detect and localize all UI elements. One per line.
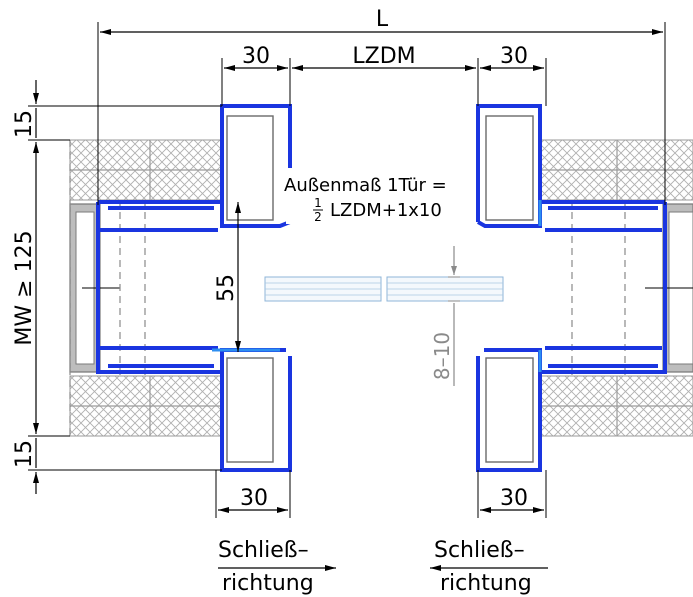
closing-direction-left-line2: richtung — [222, 571, 314, 596]
dimension-wall-thickness: MW ≥ 125 — [12, 230, 37, 345]
wall-insulation-right — [539, 139, 693, 437]
dimension-offset-top: 15 — [12, 110, 37, 138]
wall-stud-left — [69, 203, 120, 373]
closing-direction-left: Schließ– richtung — [218, 538, 336, 596]
closing-direction-left-line1: Schließ– — [218, 538, 309, 563]
door-leaf-right — [386, 276, 504, 302]
note-line1: Außenmaß 1Tür = — [284, 175, 447, 196]
dimension-bottom-row: 30 30 — [215, 470, 547, 518]
dimension-rebate-55: 55 — [214, 202, 241, 352]
dimension-frame-top-left: 30 — [242, 44, 270, 69]
note-line2: LZDM+1x10 — [330, 200, 442, 221]
frame-profile-left — [96, 104, 292, 472]
note-fraction-den: 2 — [314, 210, 322, 224]
dimension-leaf-gap: 8–10 — [430, 246, 460, 386]
closing-direction-right-line1: Schließ– — [434, 538, 525, 563]
dimension-LZDM: LZDM — [352, 44, 415, 69]
note-fraction-num: 1 — [314, 196, 322, 210]
dimension-L-label: L — [376, 7, 389, 32]
outer-dimension-note: Außenmaß 1Tür = 1 2 LZDM+1x10 — [284, 168, 472, 224]
closing-direction-right-line2: richtung — [440, 571, 532, 596]
wall-insulation-left — [69, 139, 223, 437]
wall-stud-right — [645, 203, 693, 373]
dimension-rebate-depth: 55 — [214, 274, 239, 302]
frame-profile-right — [476, 104, 667, 472]
dimension-frame-bottom-left: 30 — [240, 486, 268, 511]
dimension-frame-top-right: 30 — [500, 44, 528, 69]
closing-direction-right: Schließ– richtung — [430, 538, 548, 596]
dimension-L: L — [97, 7, 666, 205]
dimension-left-column: 15 MW ≥ 125 15 — [12, 80, 222, 494]
dimension-offset-bottom: 15 — [12, 440, 37, 468]
dimension-top-row: 30 LZDM 30 — [221, 44, 547, 106]
dimension-leaf-gap-label: 8–10 — [430, 332, 454, 380]
door-leaf-left — [264, 276, 382, 302]
dimension-frame-bottom-right: 30 — [500, 486, 528, 511]
